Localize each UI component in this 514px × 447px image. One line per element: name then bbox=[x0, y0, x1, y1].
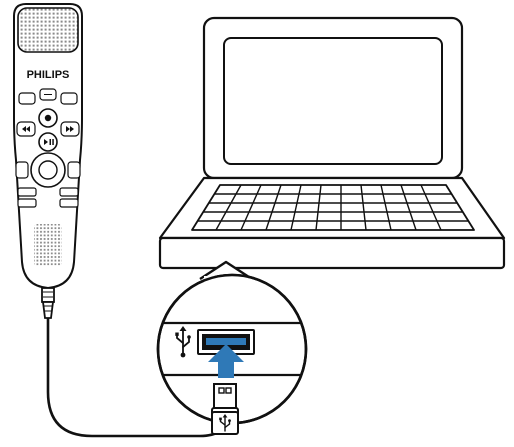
microphone-grille bbox=[17, 7, 79, 53]
rewind-button[interactable] bbox=[16, 121, 36, 137]
arrow-up-icon bbox=[208, 344, 244, 378]
usb-icon bbox=[175, 326, 191, 358]
play-pause-icon bbox=[44, 139, 54, 145]
play-pause-button[interactable] bbox=[38, 132, 58, 152]
laptop bbox=[158, 16, 506, 270]
fast-forward-icon bbox=[66, 126, 74, 132]
laptop-base bbox=[158, 176, 506, 240]
button-f1[interactable] bbox=[15, 161, 29, 179]
keyboard-keys bbox=[198, 184, 468, 231]
magnifier-callout bbox=[156, 260, 308, 425]
function-key-3[interactable] bbox=[17, 198, 37, 208]
rewind-icon bbox=[22, 126, 30, 132]
laptop-screen bbox=[223, 37, 443, 165]
brand-label: PHILIPS bbox=[27, 69, 70, 81]
usb-plug-icon bbox=[219, 414, 231, 432]
function-key-1[interactable] bbox=[17, 187, 37, 197]
laptop-front-edge bbox=[158, 236, 506, 270]
navigation-ring[interactable] bbox=[30, 152, 66, 188]
usb-plug-housing bbox=[211, 411, 239, 435]
button-index[interactable] bbox=[60, 92, 78, 105]
speechmike-microphone: PHILIPS bbox=[13, 3, 83, 319]
laptop-keyboard bbox=[191, 184, 475, 231]
function-key-4[interactable] bbox=[59, 198, 79, 208]
speaker-grille bbox=[34, 224, 62, 266]
button-eol[interactable] bbox=[18, 92, 36, 105]
side-keys bbox=[15, 161, 81, 179]
record-button[interactable] bbox=[38, 108, 58, 128]
button-f2[interactable] bbox=[67, 161, 81, 179]
function-keys bbox=[17, 187, 79, 208]
microphone-cable-connector bbox=[41, 287, 55, 319]
fast-forward-button[interactable] bbox=[60, 121, 80, 137]
usb-port bbox=[197, 329, 255, 355]
function-key-2[interactable] bbox=[59, 187, 79, 197]
record-icon bbox=[44, 114, 52, 122]
laptop-lid bbox=[202, 16, 464, 180]
